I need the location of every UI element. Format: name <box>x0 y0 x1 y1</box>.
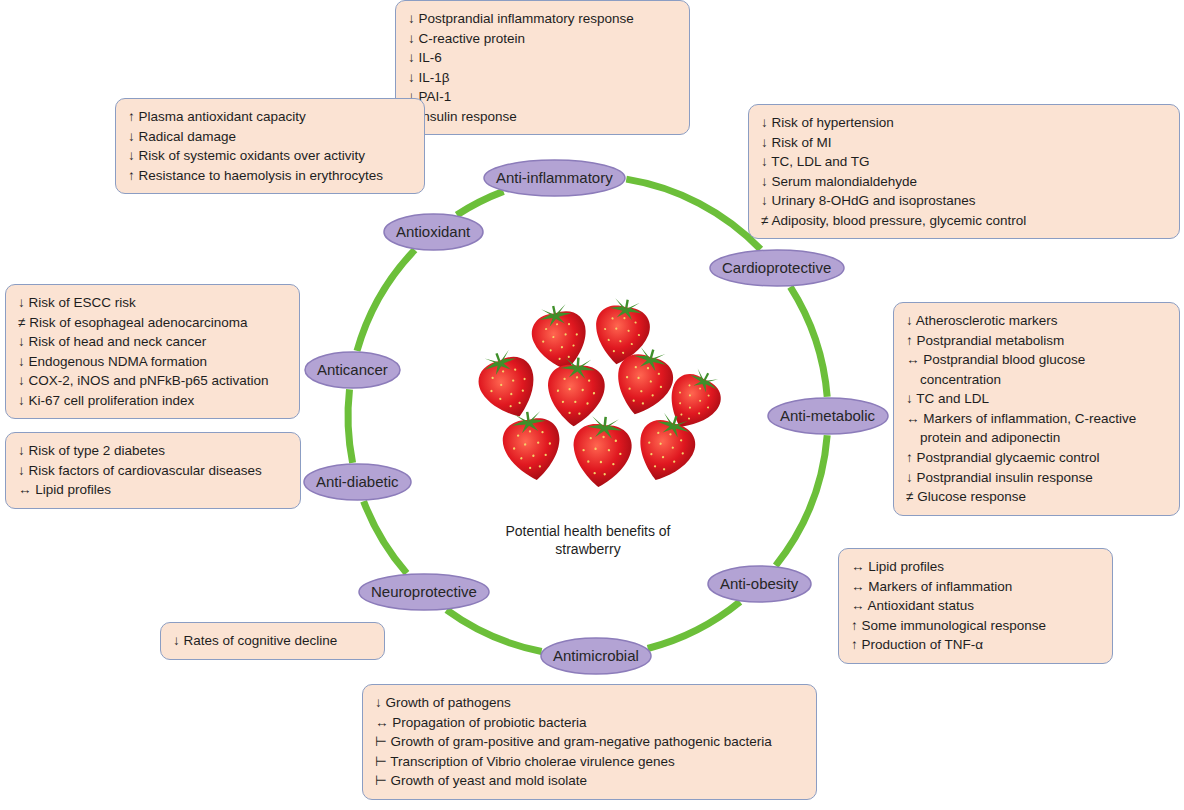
finding-item: ↓ Risk of systemic oxidants over activit… <box>128 146 412 166</box>
finding-item: ≠ Glucose response <box>906 487 1167 507</box>
finding-item: ↔ Propagation of probiotic bacteria <box>375 713 804 733</box>
findings-box: ↓ Growth of pathogens↔ Propagation of pr… <box>362 684 817 800</box>
findings-box: ↓ Risk of type 2 diabetes↓ Risk factors … <box>5 432 301 509</box>
center-caption: Potential health benefits of strawberry <box>497 522 679 558</box>
findings-box: ↓ Atherosclerotic markers↑ Postprandial … <box>893 302 1180 516</box>
findings-box: ↓ Postprandial inflammatory response↓ C-… <box>395 0 690 135</box>
finding-item: ⊢ Growth of gram-positive and gram-negat… <box>375 732 804 752</box>
finding-item: ↓ IL-1β <box>408 68 677 88</box>
finding-item: ⊢ Growth of yeast and mold isolate <box>375 771 804 791</box>
finding-item: ↔ Lipid profiles <box>18 480 288 500</box>
category-label: Anti-inflammatory <box>496 159 613 197</box>
finding-item: ↔ Antioxidant status <box>851 596 1100 616</box>
category-label: Anticancer <box>317 351 388 389</box>
finding-item: ↓ TC, LDL and TG <box>761 152 1167 172</box>
finding-item: ↓ Postprandial insulin response <box>906 468 1167 488</box>
category-ellipse: Anti-obesity <box>707 565 812 603</box>
category-ellipse: Anti-inflammatory <box>483 159 626 197</box>
category-ellipse: Antimicrobial <box>540 637 652 675</box>
finding-item: ↓ Risk of ESCC risk <box>18 293 287 313</box>
category-label: Cardioprotective <box>722 249 831 287</box>
finding-item: ↓ Risk of MI <box>761 133 1167 153</box>
finding-item: ↓ Risk of hypertension <box>761 113 1167 133</box>
category-label: Anti-metabolic <box>780 397 875 435</box>
ring-segment <box>457 191 504 215</box>
ring-segment <box>626 179 760 249</box>
ring-segment <box>357 250 415 351</box>
finding-item: ↓ TC and LDL <box>906 389 1167 409</box>
ring-segment <box>776 435 828 565</box>
finding-item: ↓ Radical damage <box>128 127 412 147</box>
ring-segment <box>790 287 827 397</box>
finding-item: ↓ Serum malondialdehyde <box>761 172 1167 192</box>
finding-item: ↓ IL-6 <box>408 48 677 68</box>
finding-item: ≠ Risk of esophageal adenocarcinoma <box>18 313 287 333</box>
findings-box: ↓ Risk of hypertension↓ Risk of MI↓ TC, … <box>748 104 1180 239</box>
finding-item: ↔ Lipid profiles <box>851 557 1100 577</box>
finding-item: ↓ Postprandial inflammatory response <box>408 9 677 29</box>
finding-item: ↓ Atherosclerotic markers <box>906 311 1167 331</box>
finding-item: ↓ Endogenous NDMA formation <box>18 352 287 372</box>
finding-item: ↓ Insulin response <box>408 107 677 127</box>
category-ellipse: Anti-metabolic <box>767 397 889 435</box>
category-label: Anti-diabetic <box>316 463 399 501</box>
finding-item: ↓ Risk of head and neck cancer <box>18 332 287 352</box>
finding-item: ↔ Markers of inflammation, C-reactive pr… <box>906 409 1167 448</box>
finding-item: ↓ Rates of cognitive decline <box>173 631 372 651</box>
finding-item: ↓ Ki-67 cell proliferation index <box>18 391 287 411</box>
category-ellipse: Antioxidant <box>383 213 484 251</box>
findings-box: ↑ Plasma antioxidant capacity↓ Radical d… <box>115 98 425 194</box>
category-label: Neuroprotective <box>371 573 477 611</box>
findings-box: ↔ Lipid profiles↔ Markers of inflammatio… <box>838 548 1113 664</box>
finding-item: ↑ Production of TNF-α <box>851 635 1100 655</box>
category-label: Anti-obesity <box>720 565 798 603</box>
finding-item: ↑ Postprandial glycaemic control <box>906 448 1167 468</box>
finding-item: ↓ Urinary 8-OHdG and isoprostanes <box>761 191 1167 211</box>
finding-item: ⊢ Transcription of Vibrio cholerae virul… <box>375 752 804 772</box>
finding-item: ≠ Adiposity, blood pressure, glycemic co… <box>761 211 1167 231</box>
ring-segment <box>447 610 542 652</box>
findings-box: ↓ Rates of cognitive decline <box>160 622 385 660</box>
category-ellipse: Anticancer <box>304 351 401 389</box>
finding-item: ↓ C-reactive protein <box>408 29 677 49</box>
finding-item: ↓ Risk factors of cardiovascular disease… <box>18 461 288 481</box>
ring-segment <box>648 602 740 649</box>
finding-item: ↑ Resistance to haemolysis in erythrocyt… <box>128 166 412 186</box>
ring-segment <box>364 501 407 573</box>
category-label: Antioxidant <box>396 213 470 251</box>
finding-item: ↔ Markers of inflammation <box>851 577 1100 597</box>
category-ellipse: Neuroprotective <box>358 573 490 611</box>
category-ellipse: Cardioprotective <box>709 249 845 287</box>
finding-item: ↓ Risk of type 2 diabetes <box>18 441 288 461</box>
finding-item: ↔ Postprandial blood glucose concentrati… <box>906 350 1167 389</box>
finding-item: ↓ Growth of pathogens <box>375 693 804 713</box>
finding-item: ↑ Plasma antioxidant capacity <box>128 107 412 127</box>
finding-item: ↑ Some immunological response <box>851 616 1100 636</box>
category-label: Antimicrobial <box>553 637 639 675</box>
findings-box: ↓ Risk of ESCC risk≠ Risk of esophageal … <box>5 284 300 419</box>
finding-item: ↑ Postprandial metabolism <box>906 331 1167 351</box>
finding-item: ↓ COX-2, iNOS and pNFkB-p65 activation <box>18 371 287 391</box>
category-ellipse: Anti-diabetic <box>303 463 412 501</box>
finding-item: ↓ PAI-1 <box>408 87 677 107</box>
ring-segment <box>348 389 353 463</box>
